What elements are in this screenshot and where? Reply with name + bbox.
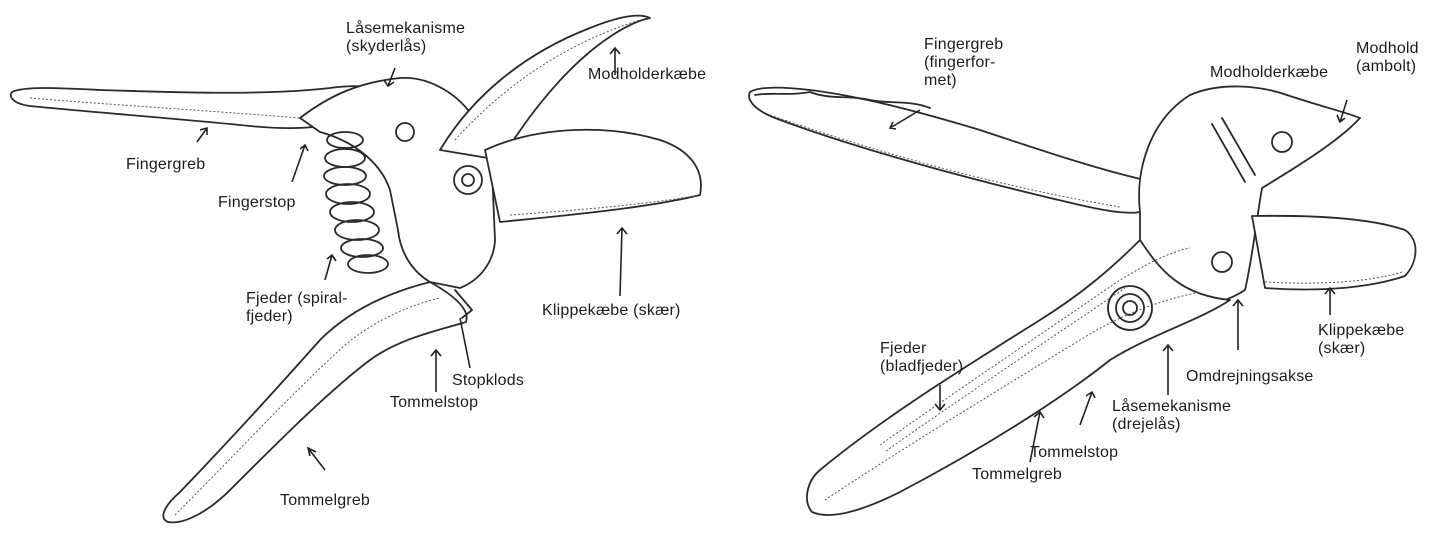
left-shears-drawing [11, 16, 701, 523]
right-finger-grip [749, 88, 1145, 213]
label-line: (skyderlås) [346, 38, 465, 56]
label-modholderkaebe-left: Modholderkæbe [588, 66, 706, 84]
label-laasemekanisme-skyderlaas: Låsemekanisme (skyderlås) [346, 20, 465, 56]
label-tommelstop-right: Tommelstop [1030, 444, 1118, 462]
left-cutting-blade [485, 130, 701, 222]
label-fingergreb-fingerformet: Fingergreb (fingerfor- met) [924, 36, 1003, 90]
label-line: (ambolt) [1356, 58, 1419, 76]
label-fjeder-bladfjeder: Fjeder (bladfjeder) [880, 340, 963, 376]
label-line: fjeder) [246, 308, 348, 326]
right-pivot [1212, 252, 1232, 272]
label-tommelgreb-right: Tommelgreb [972, 466, 1062, 484]
label-line: (bladfjeder) [880, 358, 963, 376]
label-laasemekanisme-drejelaas: Låsemekanisme (drejelås) [1112, 398, 1231, 434]
label-line: Låsemekanisme [1112, 398, 1231, 416]
label-line: Fjeder [880, 340, 963, 358]
label-omdrejningsakse: Omdrejningsakse [1186, 368, 1314, 386]
label-fingerstop: Fingerstop [218, 194, 296, 212]
label-line: Klippekæbe [1318, 322, 1405, 340]
label-line: Fingergreb [924, 36, 1003, 54]
left-pivot-bolt [454, 166, 482, 194]
label-fingergreb-left: Fingergreb [126, 156, 205, 174]
label-klippekaebe-right: Klippekæbe (skær) [1318, 322, 1405, 358]
label-line: met) [924, 72, 1003, 90]
label-tommelstop-left: Tommelstop [390, 394, 478, 412]
label-line: (fingerfor- [924, 54, 1003, 72]
label-modhold-ambolt: Modhold (ambolt) [1356, 40, 1419, 76]
label-tommelgreb-left: Tommelgreb [280, 492, 370, 510]
label-line: (drejelås) [1112, 416, 1231, 434]
right-cutting-blade [1252, 216, 1416, 290]
label-line: Låsemekanisme [346, 20, 465, 38]
label-fjeder-spiral: Fjeder (spiral- fjeder) [246, 290, 348, 326]
label-modholderkaebe-right: Modholderkæbe [1210, 64, 1328, 82]
label-line: Fjeder (spiral- [246, 290, 348, 308]
label-klippekaebe-left: Klippekæbe (skær) [542, 302, 681, 320]
label-line: Modhold [1356, 40, 1419, 58]
label-stopklods: Stopklods [452, 372, 524, 390]
label-line: (skær) [1318, 340, 1405, 358]
